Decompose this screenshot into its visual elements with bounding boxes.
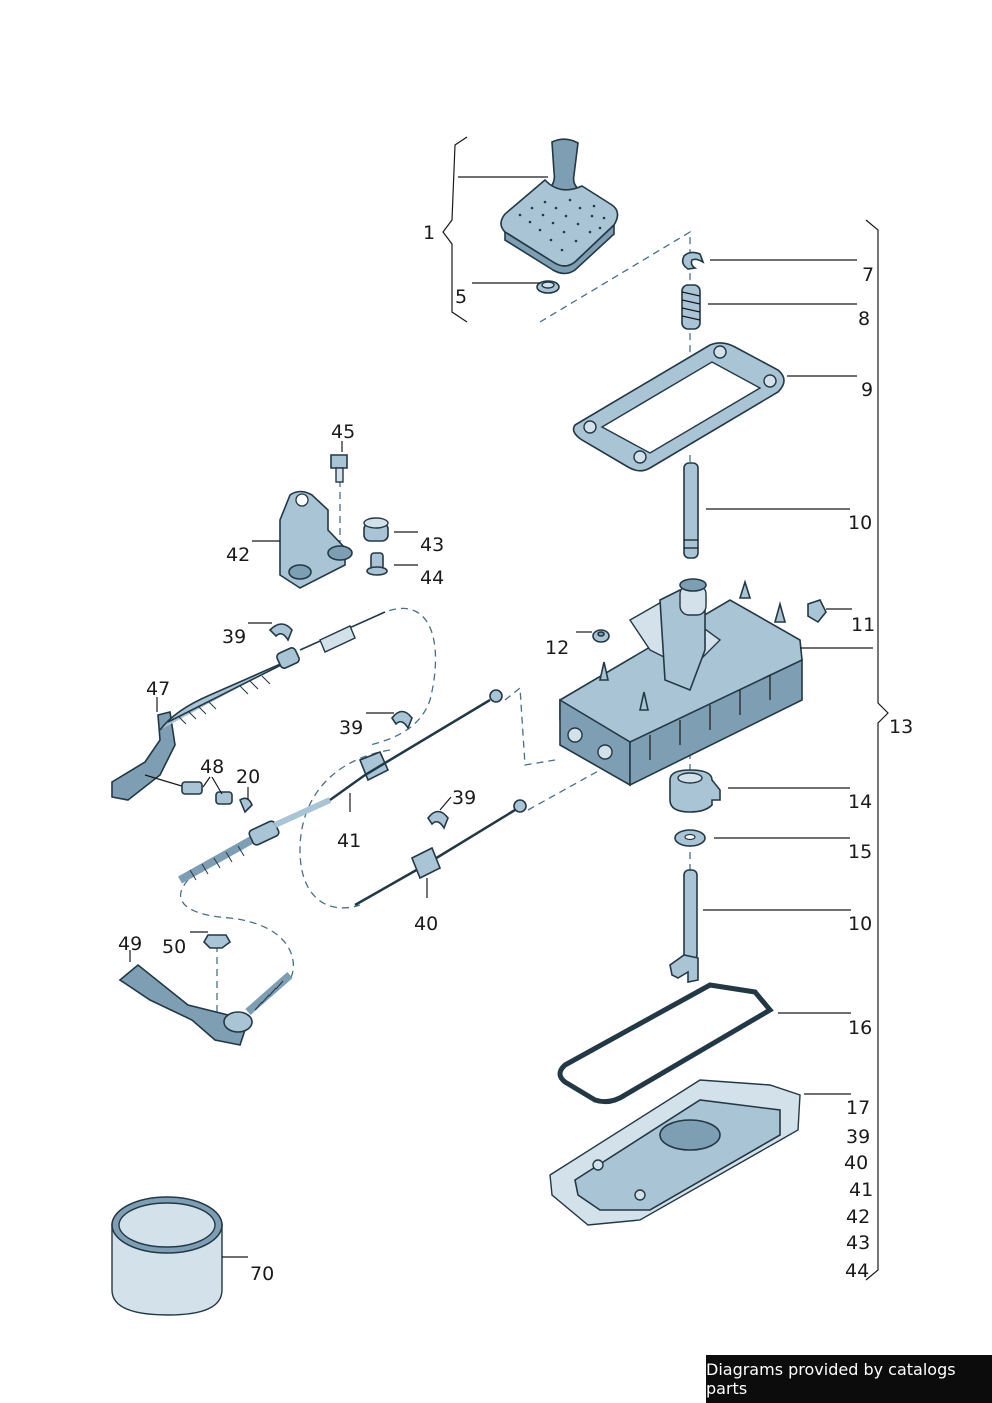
callout-10-upper: 10: [848, 512, 872, 534]
callout-47: 47: [146, 678, 170, 700]
callout-43-list: 43: [846, 1232, 870, 1254]
callout-39-upper: 39: [222, 626, 246, 648]
callout-43: 43: [420, 534, 444, 556]
callout-44-list: 44: [845, 1260, 869, 1282]
callout-49: 49: [118, 933, 142, 955]
callout-48: 48: [200, 756, 224, 778]
callout-1: 1: [423, 222, 435, 244]
callout-42-list: 42: [846, 1206, 870, 1228]
callout-11: 11: [851, 614, 875, 636]
boot-texture: [518, 198, 606, 252]
middle-clip-39: [391, 710, 413, 730]
callout-50: 50: [162, 936, 186, 958]
lower-lever-assembly: [118, 934, 293, 1046]
assembly-dashed-lines: [179, 230, 691, 1030]
lever-housing: [559, 578, 803, 787]
callout-14: 14: [848, 791, 872, 813]
grommet-43: [363, 517, 389, 542]
seal-ring: [557, 982, 774, 1105]
callout-17: 17: [846, 1097, 870, 1119]
gear-knob-boot: [500, 138, 619, 275]
callout-20: 20: [236, 766, 260, 788]
middle-cable-assembly: [178, 689, 503, 884]
group-13-bracket: [865, 219, 889, 1281]
callout-39-lower: 39: [452, 787, 476, 809]
callout-labels: 1 5 7 8 9 10 11 12 13 14 15 10 16 17 39 …: [118, 222, 913, 1285]
lower-cable-assembly: [354, 799, 527, 907]
callout-70: 70: [250, 1263, 274, 1285]
callout-13: 13: [889, 716, 913, 738]
mounting-bracket: [279, 490, 353, 589]
callout-45: 45: [331, 421, 355, 443]
shift-rod-lower: [669, 869, 699, 983]
callout-41-list: 41: [849, 1179, 873, 1201]
retaining-clip: [807, 599, 827, 624]
bolt-45: [330, 454, 348, 483]
diagram-credit-banner: Diagrams provided by catalogs parts: [706, 1355, 992, 1403]
callout-15: 15: [848, 841, 872, 863]
shift-rod-upper: [683, 462, 699, 559]
callout-10-lower: 10: [848, 913, 872, 935]
callout-5: 5: [455, 286, 467, 308]
callout-41: 41: [337, 830, 361, 852]
callout-39-list: 39: [846, 1126, 870, 1148]
callout-8: 8: [858, 308, 870, 330]
callout-40: 40: [414, 913, 438, 935]
circlip: [681, 251, 705, 270]
lower-clip-39: [427, 810, 449, 830]
nut-12: [592, 629, 610, 643]
group-1-bracket: [442, 136, 468, 323]
callout-44: 44: [420, 567, 444, 589]
base-plate: [549, 1079, 801, 1226]
sleeve-44: [366, 552, 388, 576]
washer: [674, 829, 706, 847]
gasket-plate: [572, 342, 785, 472]
callout-12: 12: [545, 637, 569, 659]
spring: [681, 284, 701, 330]
clamp-ring: [536, 280, 560, 294]
callout-39-middle: 39: [339, 717, 363, 739]
callout-16: 16: [848, 1017, 872, 1039]
pivot-pins: [144, 774, 253, 814]
callout-7: 7: [862, 264, 874, 286]
callout-9: 9: [861, 379, 873, 401]
leader-lines: [129, 176, 873, 1258]
bushing: [669, 769, 721, 813]
upper-cable-assembly: [111, 611, 386, 801]
callout-42: 42: [226, 544, 250, 566]
container-cap: [111, 1196, 223, 1316]
callout-40-list: 40: [844, 1152, 868, 1174]
upper-clip-39: [268, 623, 293, 642]
